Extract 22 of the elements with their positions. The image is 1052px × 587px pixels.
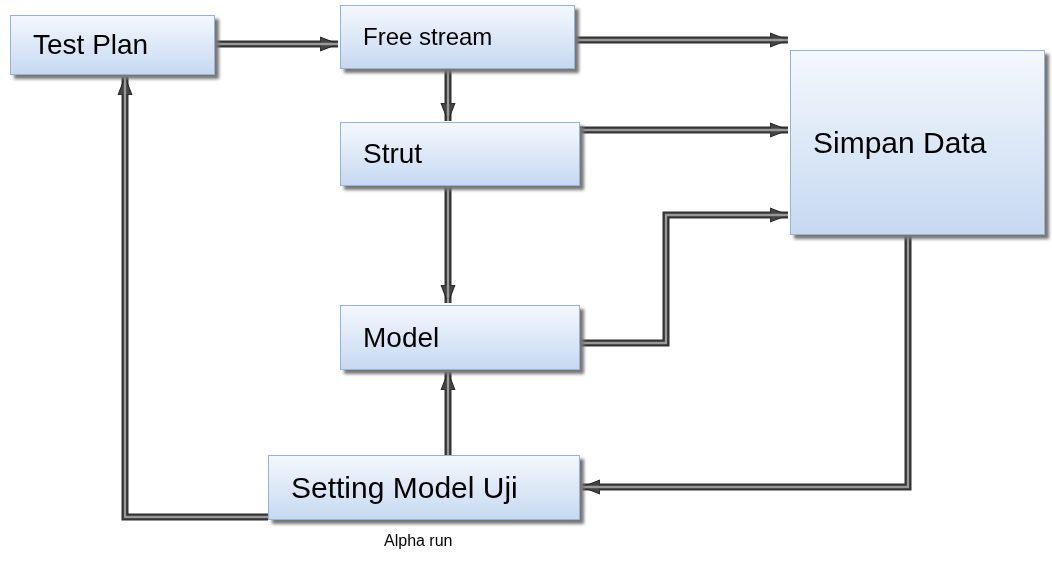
process-box [10,15,215,75]
arrow [575,32,789,48]
box-label: Setting Model Uji [291,470,518,505]
arrow [580,122,789,138]
arrow [440,70,456,122]
arrow [580,207,789,347]
arrow [215,36,339,52]
process-box [790,50,1045,235]
arrow [581,235,912,495]
box-label: Free stream [363,23,493,51]
node-label: Alpha run [384,532,453,550]
process-box [340,305,580,370]
arrow [440,186,456,304]
box-label: Simpan Data [813,125,987,160]
process-box [340,122,580,186]
process-box [268,455,580,520]
process-box [340,5,575,69]
box-label: Test Plan [33,29,149,61]
box-label: Strut [363,138,423,170]
box-label: Model [363,321,440,354]
arrow [117,76,268,521]
arrow [440,371,456,455]
